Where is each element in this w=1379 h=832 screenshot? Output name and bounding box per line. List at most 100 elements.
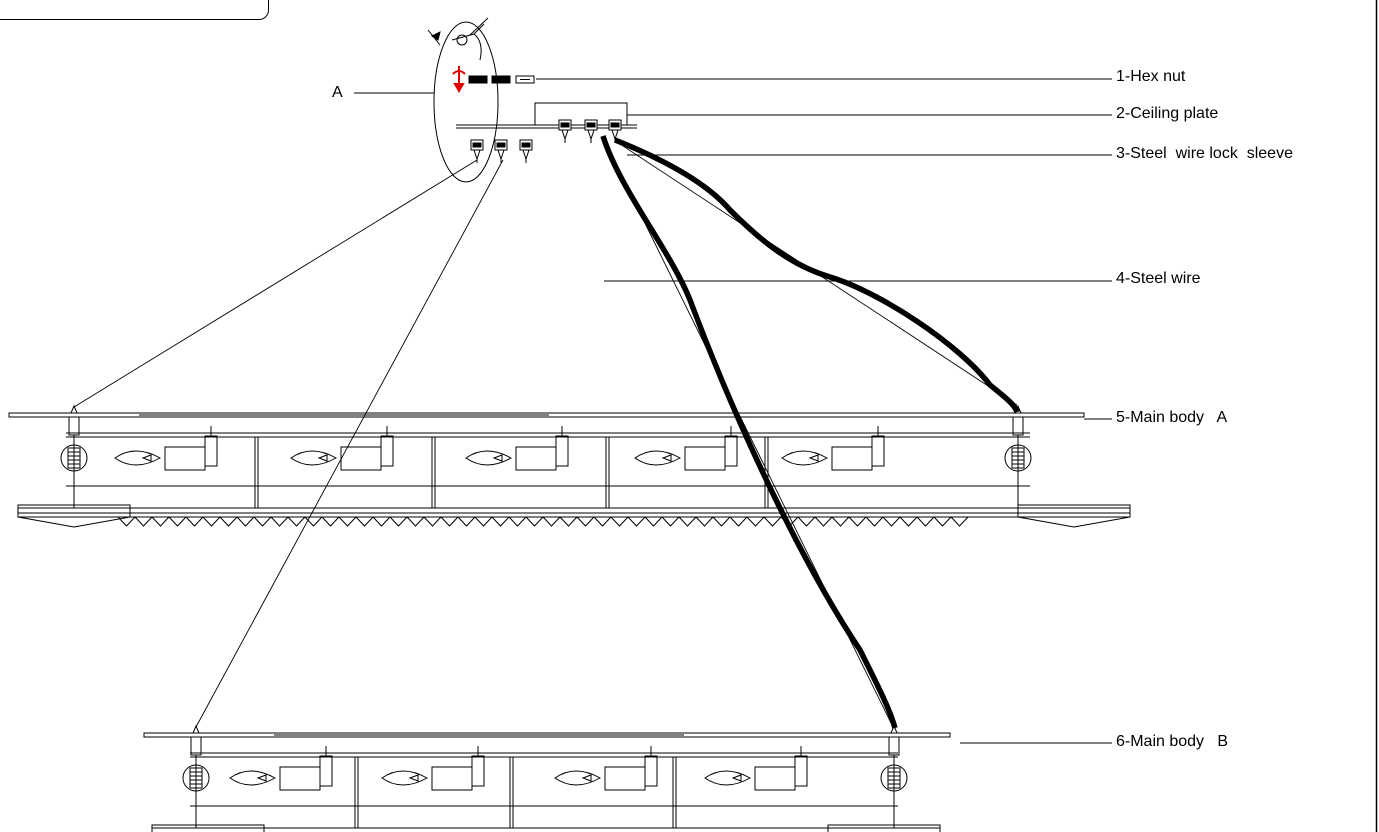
socket-holder [555,435,569,467]
crystal [185,516,204,527]
socket-holder [644,755,658,787]
socket [604,766,646,791]
end-pad [151,824,265,832]
crystal [253,516,272,527]
post-cap [1014,404,1022,414]
callout-steel-wire: 4-Steel wire [1116,270,1201,287]
spring [1011,447,1025,469]
bulb-filament [408,774,419,782]
lock-sleeve [584,119,598,143]
main-body-a [8,404,1131,528]
candle-bulb [554,770,602,786]
hex-nuts [468,75,535,84]
socket [754,766,796,791]
callout-main-body-a: 5-Main body A [1116,409,1228,426]
wire-b-left [195,159,504,728]
bulb-filament [317,454,328,462]
crystal [440,516,459,527]
crystal [151,516,170,527]
power-cable-b [600,135,898,729]
callout-lock-sleeve: 3-Steel wire lock sleeve [1116,145,1293,162]
socket-holder [471,755,485,787]
post-cap [70,404,78,414]
socket-holder [204,435,218,467]
title-tab [0,0,269,20]
crystal [576,516,595,527]
socket [164,446,206,471]
crystal [865,516,884,527]
crystal [593,516,612,527]
candle-bulb [290,450,338,466]
main-body-b [143,724,951,832]
crystal [355,516,374,527]
socket-holder [724,435,738,467]
crystal [712,516,731,527]
wire-a-left [73,159,478,408]
bulb-filament [808,454,819,462]
crystal [848,516,867,527]
candle-bulb [114,450,162,466]
crystal [644,516,663,527]
crystal [508,516,527,527]
socket [831,446,873,471]
crystal [338,516,357,527]
crystal [236,516,255,527]
bulb-filament [492,454,503,462]
rotate-arrow-icon [452,66,466,94]
socket [684,446,726,471]
crystal [695,516,714,527]
post-cap [192,724,200,734]
socket [279,766,321,791]
lock-sleeve [608,119,622,143]
crystal [321,516,340,527]
crystal [202,516,221,527]
crystal [219,516,238,527]
bulb-filament [581,774,592,782]
power-cable-a [613,137,1020,414]
ceiling-plate [456,102,637,129]
crystal [134,516,153,527]
crystal [797,516,816,527]
crystal [763,516,782,527]
callout-main-body-b: 6-Main body B [1116,733,1229,750]
socket-holder [319,755,333,787]
crystal [610,516,629,527]
post-body [1012,416,1024,436]
spring [189,767,203,789]
lock-sleeve [494,139,508,163]
post-body [68,416,80,436]
post-body [888,736,900,756]
bulb-filament [141,454,152,462]
spring-ring [1004,444,1032,472]
crystal [389,516,408,527]
end-pad [827,824,941,832]
socket-holder [871,435,885,467]
spring [887,767,901,789]
crystal [474,516,493,527]
crystal [542,516,561,527]
callout-hex-nut: 1-Hex nut [1116,68,1186,85]
detail-parts [427,17,499,183]
crystal [559,516,578,527]
top-disc [143,732,951,738]
crystal [117,516,136,527]
lock-sleeve [470,139,484,163]
candle-bulb [634,450,682,466]
candle-bulb [704,770,752,786]
spring-ring [60,444,88,472]
socket [431,766,473,791]
callout-ceiling-plate: 2-Ceiling plate [1116,105,1219,122]
crystal [899,516,918,527]
crystal [678,516,697,527]
socket-holder [380,435,394,467]
power-cables [600,135,1020,729]
spring-ring [182,764,210,792]
crystal [780,516,799,527]
bulb-filament [661,454,672,462]
crystal [372,516,391,527]
crystal [950,516,969,527]
bottom-plate [151,827,941,832]
top-disc [8,412,1085,418]
crystal [882,516,901,527]
